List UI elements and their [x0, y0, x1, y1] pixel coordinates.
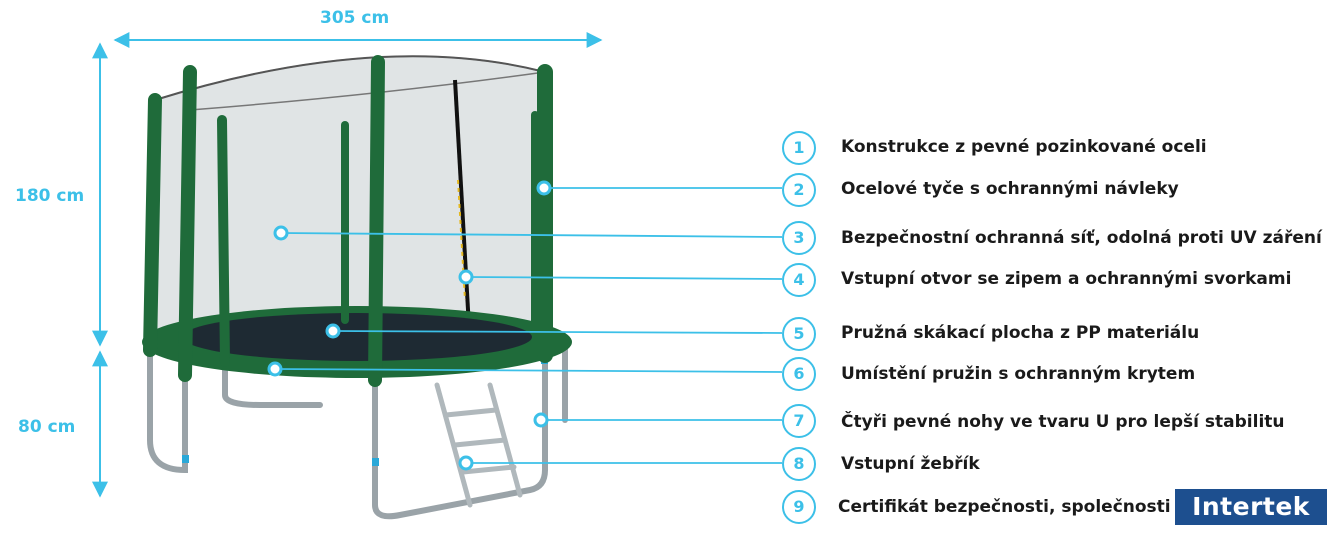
- feature-label-7: Čtyři pevné nohy ve tvaru U pro lepší st…: [841, 412, 1285, 432]
- callout-lines: [274, 187, 783, 464]
- feature-number-9: 9: [782, 490, 816, 524]
- feature-number-4: 4: [782, 263, 816, 297]
- feature-number-6: 6: [782, 357, 816, 391]
- legs: [147, 342, 568, 520]
- feature-label-2: Ocelové tyče s ochrannými návleky: [841, 179, 1179, 199]
- feature-label-1: Konstrukce z pevné pozinkované oceli: [841, 137, 1207, 157]
- feature-label-5: Pružná skákací plocha z PP materiálu: [841, 323, 1200, 343]
- feature-label-6: Umístění pružin s ochranným krytem: [841, 364, 1196, 384]
- net-height-label: 180 cm: [15, 186, 85, 206]
- ladder: [434, 382, 523, 508]
- feature-label-3: Bezpečnostní ochranná síť, odolná proti …: [841, 228, 1322, 248]
- feature-number-3: 3: [782, 221, 816, 255]
- feature-number-8: 8: [782, 447, 816, 481]
- feature-number-5: 5: [782, 317, 816, 351]
- net-top-rope: [154, 55, 546, 101]
- width-label: 305 cm: [320, 8, 390, 28]
- feature-label-8: Vstupní žebřík: [841, 454, 980, 474]
- feature-number-1: 1: [782, 131, 816, 165]
- leg-height-label: 80 cm: [18, 417, 76, 437]
- entrance-zipper: [453, 79, 472, 346]
- intertek-logo: Intertek: [1175, 489, 1327, 525]
- feature-number-7: 7: [782, 404, 816, 438]
- feature-number-2: 2: [782, 173, 816, 207]
- jumping-mat: [182, 313, 532, 361]
- callout-points: [267, 180, 552, 471]
- padded-poles: [143, 55, 553, 387]
- feature-label-4: Vstupní otvor se zipem a ochrannými svor…: [841, 269, 1292, 289]
- feature-label-9: Certifikát bezpečnosti, společnosti: [838, 497, 1171, 517]
